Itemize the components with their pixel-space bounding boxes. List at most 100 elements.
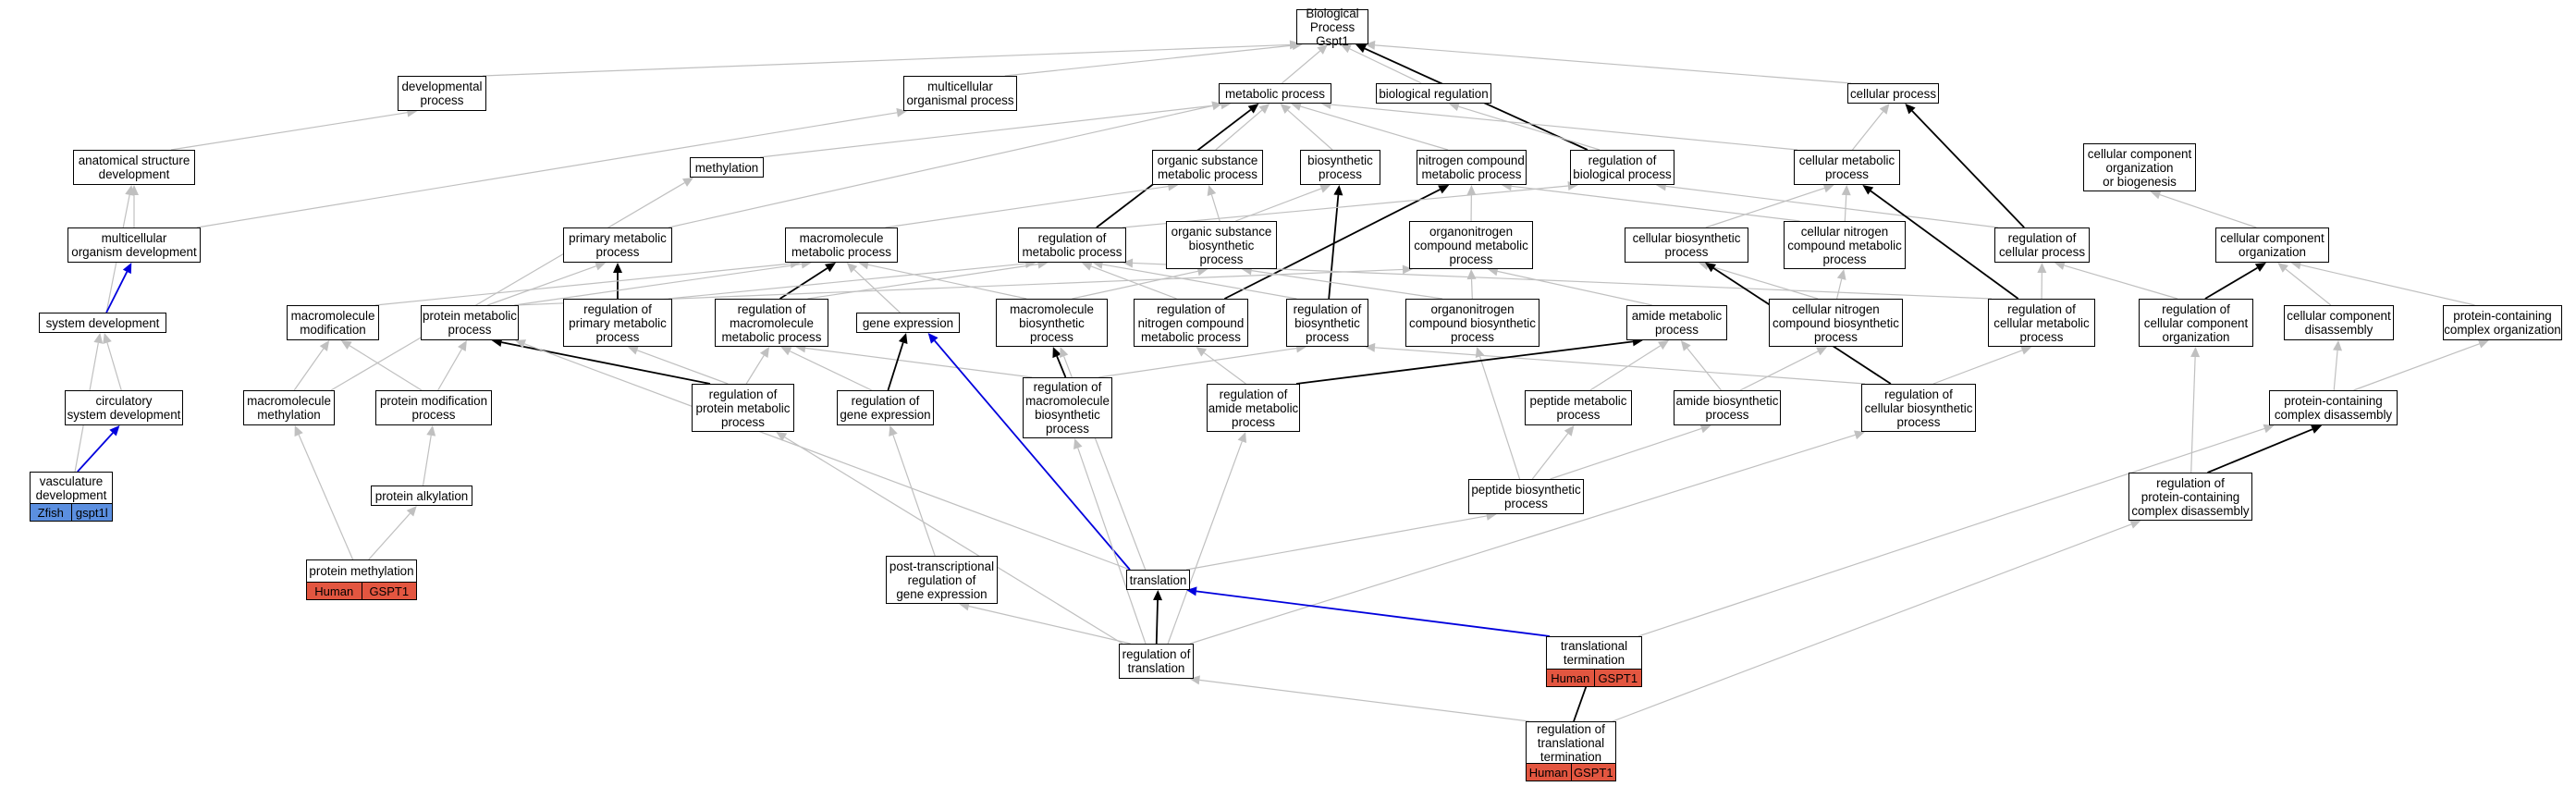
arrowhead-cellular_nitrogen_compound_metabolic_process-to-cellular_metabolic_process — [1841, 185, 1851, 196]
node-protein-modification-process[interactable]: protein modification process — [375, 390, 492, 425]
node-biosynthetic-process[interactable]: biosynthetic process — [1300, 150, 1380, 185]
node-protein-metabolic-process[interactable]: protein metabolic process — [421, 305, 519, 340]
arrowhead-regulation_of_macromolecule_metabolic_process-to-macromolecule_metabolic_process — [825, 263, 836, 273]
node-anatomical-structure-development[interactable]: anatomical structure development — [73, 150, 195, 185]
node-biological-regulation[interactable]: biological regulation — [1376, 83, 1491, 104]
arrowhead-organonitrogen_compound_metabolic_process-to-nitrogen_compound_metabolic_process — [1466, 185, 1477, 196]
node-regulation-of-metabolic-process[interactable]: regulation of metabolic process — [1018, 227, 1126, 263]
edge-regulation_of_translation-to-regulation_of_macromolecule_biosynthetic_process — [1077, 448, 1147, 645]
node-regulation-of-gene-expression[interactable]: regulation of gene expression — [837, 390, 934, 425]
node-regulation-of-nitrogen-compound-metabolic-process[interactable]: regulation of nitrogen compound metaboli… — [1134, 299, 1248, 347]
edge-regulation_of_translational_termination-to-regulation_of_protein_containing_complex_disassembly — [1612, 523, 2132, 722]
arrowhead-peptide_biosynthetic_process-to-peptide_metabolic_process — [1564, 425, 1575, 436]
node-translational-termination[interactable]: translational termination — [1546, 636, 1642, 670]
node-peptide-biosynthetic-process[interactable]: peptide biosynthetic process — [1468, 479, 1584, 514]
node-cellular-nitrogen-compound-biosynthetic-process[interactable]: cellular nitrogen compound biosynthetic … — [1769, 299, 1903, 347]
edge-biosynthetic_process-to-metabolic_process — [1287, 109, 1333, 151]
node-multicellular-organismal-process[interactable]: multicellular organismal process — [903, 76, 1017, 111]
arrowhead-regulation_of_protein_metabolic_process-to-regulation_of_primary_metabolic_process — [627, 346, 639, 355]
node-peptide-metabolic-process[interactable]: peptide metabolic process — [1525, 390, 1632, 425]
node-regulation-of-protein-metabolic-process[interactable]: regulation of protein metabolic process — [692, 384, 794, 432]
node-circulatory-system-development[interactable]: circulatory system development — [65, 390, 183, 425]
node-regulation-of-macromolecule-metabolic-process[interactable]: regulation of macromolecule metabolic pr… — [715, 299, 828, 347]
edge-translation-to-gene_expression — [934, 339, 1131, 571]
node-nitrogen-compound-metabolic-process[interactable]: nitrogen compound metabolic process — [1417, 150, 1527, 185]
node-developmental-process[interactable]: developmental process — [398, 76, 486, 111]
node-regulation-of-cellular-process[interactable]: regulation of cellular process — [1994, 227, 2090, 263]
node-regulation-of-cellular-component-organization[interactable]: regulation of cellular component organiz… — [2139, 299, 2253, 347]
arrowhead-protein_containing_complex_organization-to-cellular_component_organization — [2290, 260, 2302, 270]
edge-regulation_of_biosynthetic_process-to-regulation_of_metabolic_process — [1102, 264, 1297, 300]
arrowhead-protein_alkylation-to-protein_modification_process — [426, 425, 436, 436]
node-primary-metabolic-process[interactable]: primary metabolic process — [563, 227, 672, 263]
node-amide-metabolic-process[interactable]: amide metabolic process — [1626, 305, 1727, 340]
edge-regulation_of_macromolecule_biosynthetic_process-to-macromolecule_biosynthetic_process — [1056, 355, 1067, 378]
node-protein-containing-complex-organization[interactable]: protein-containing complex organization — [2443, 305, 2562, 340]
node-methylation[interactable]: methylation — [690, 157, 764, 178]
node-regulation-of-biological-process[interactable]: regulation of biological process — [1570, 150, 1674, 185]
node-regulation-of-translation[interactable]: regulation of translation — [1119, 644, 1194, 679]
node-organic-substance-biosynthetic-process[interactable]: organic substance biosynthetic process — [1166, 221, 1277, 269]
node-organonitrogen-compound-biosynthetic-process[interactable]: organonitrogen compound biosynthetic pro… — [1405, 299, 1539, 347]
edge-protein_metabolic_process-to-macromolecule_metabolic_process — [514, 263, 803, 306]
node-vasculature-development[interactable]: vasculature development — [30, 472, 113, 504]
edge-organonitrogen_compound_biosynthetic_process-to-organonitrogen_compound_metabolic_process — [1470, 278, 1473, 300]
edge-multicellular_organism_development-to-multicellular_organismal_process — [196, 112, 898, 228]
arrowhead-regulation_of_gene_expression-to-regulation_of_macromolecule_metabolic_process — [780, 347, 792, 356]
node-macromolecule-metabolic-process[interactable]: macromolecule metabolic process — [785, 227, 898, 263]
node-metabolic-process[interactable]: metabolic process — [1219, 83, 1331, 104]
edge-macromolecule_modification-to-macromolecule_metabolic_process — [374, 263, 791, 306]
edge-primary_metabolic_process-to-metabolic_process — [668, 104, 1213, 228]
node-cellular-nitrogen-compound-metabolic-process[interactable]: cellular nitrogen compound metabolic pro… — [1784, 221, 1906, 269]
arrowhead-regulation_of_macromolecule_biosynthetic_process-to-macromolecule_biosynthetic_process — [1052, 347, 1061, 359]
node-regulation-of-translational-termination[interactable]: regulation of translational termination — [1526, 721, 1616, 764]
node-protein-methylation[interactable]: protein methylation — [306, 559, 417, 583]
node-post-transcriptional-regulation-of-gene-expression[interactable]: post-transcriptional regulation of gene … — [886, 556, 998, 604]
edge-regulation_of_translation-to-translation — [1155, 599, 1159, 645]
node-organonitrogen-compound-metabolic-process[interactable]: organonitrogen compound metabolic proces… — [1409, 221, 1533, 269]
node-cellular-component-organization[interactable]: cellular component organization — [2215, 227, 2329, 263]
node-macromolecule-biosynthetic-process[interactable]: macromolecule biosynthetic process — [996, 299, 1108, 347]
node-regulation-of-amide-metabolic-process[interactable]: regulation of amide metabolic process — [1207, 384, 1300, 432]
edge-regulation_of_macromolecule_biosynthetic_process-to-regulation_of_biosynthetic_process — [1098, 348, 1297, 378]
node-regulation-of-protein-containing-complex-disassembly[interactable]: regulation of protein-containing complex… — [2128, 473, 2252, 521]
arrowhead-protein_modification_process-to-macromolecule_modification — [340, 340, 352, 350]
node-regulation-of-cellular-metabolic-process[interactable]: regulation of cellular metabolic process — [1988, 299, 2095, 347]
edge-regulation_of_translation-to-regulation_of_protein_metabolic_process — [784, 436, 1123, 645]
arrowhead-macromolecule_methylation-to-macromolecule_modification — [319, 340, 330, 351]
node-regulation-of-biosynthetic-process[interactable]: regulation of biosynthetic process — [1286, 299, 1368, 347]
arrowhead-regulation_of_amide_metabolic_process-to-regulation_of_nitrogen_compound_metabolic_process — [1196, 347, 1208, 357]
arrowhead-protein_modification_process-to-protein_metabolic_process — [458, 340, 467, 352]
arrowhead-protein_methylation-to-protein_alkylation — [406, 506, 417, 517]
node-protein-alkylation[interactable]: protein alkylation — [371, 486, 472, 506]
arrowhead-protein_metabolic_process-to-organonitrogen_compound_metabolic_process — [1402, 264, 1413, 275]
arrowhead-translation-to-protein_metabolic_process — [515, 339, 527, 349]
node-multicellular-organism-development[interactable]: multicellular organism development — [67, 227, 201, 263]
arrowhead-cellular_biosynthetic_process-to-cellular_metabolic_process — [1822, 183, 1834, 193]
node-organic-substance-metabolic-process[interactable]: organic substance metabolic process — [1152, 150, 1263, 185]
node-regulation-of-primary-metabolic-process[interactable]: regulation of primary metabolic process — [563, 299, 672, 347]
edge-regulation_of_cellular_biosynthetic_process-to-regulation_of_cellular_metabolic_process — [1932, 350, 2023, 385]
node-regulation-of-macromolecule-biosynthetic-process[interactable]: regulation of macromolecule biosynthetic… — [1023, 377, 1112, 438]
node-translation[interactable]: translation — [1126, 570, 1190, 590]
node-cellular-metabolic-process[interactable]: cellular metabolic process — [1794, 150, 1900, 185]
node-macromolecule-modification[interactable]: macromolecule modification — [287, 305, 379, 340]
species-badge: Zfish — [31, 504, 71, 521]
edge-translation-to-peptide_biosynthetic_process — [1185, 515, 1487, 571]
node-root[interactable]: Biological Process Gspt1 — [1296, 6, 1368, 48]
node-cellular-biosynthetic-process[interactable]: cellular biosynthetic process — [1625, 227, 1748, 263]
node-system-development[interactable]: system development — [39, 313, 166, 333]
node-protein-containing-complex-disassembly[interactable]: protein-containing complex disassembly — [2269, 390, 2398, 425]
node-regulation-of-cellular-biosynthetic-process[interactable]: regulation of cellular biosynthetic proc… — [1861, 384, 1976, 432]
node-amide-biosynthetic-process[interactable]: amide biosynthetic process — [1674, 390, 1781, 425]
node-cellular-component-organization-or-biogenesis[interactable]: cellular component organization or bioge… — [2083, 143, 2196, 191]
node-cellular-component-disassembly[interactable]: cellular component disassembly — [2284, 305, 2394, 340]
node-macromolecule-methylation[interactable]: macromolecule methylation — [243, 390, 335, 425]
arrowhead-translation-to-gene_expression — [927, 333, 938, 344]
edge-nitrogen_compound_metabolic_process-to-metabolic_process — [1300, 105, 1449, 151]
edge-multicellular_organismal_process-to-root — [1004, 44, 1293, 77]
node-gene-expression[interactable]: gene expression — [856, 313, 960, 333]
arrowhead-peptide_metabolic_process-to-amide_metabolic_process — [1658, 340, 1669, 350]
node-cellular-process[interactable]: cellular process — [1847, 83, 1939, 104]
edge-organic_substance_metabolic_process-to-metabolic_process — [1215, 109, 1263, 151]
